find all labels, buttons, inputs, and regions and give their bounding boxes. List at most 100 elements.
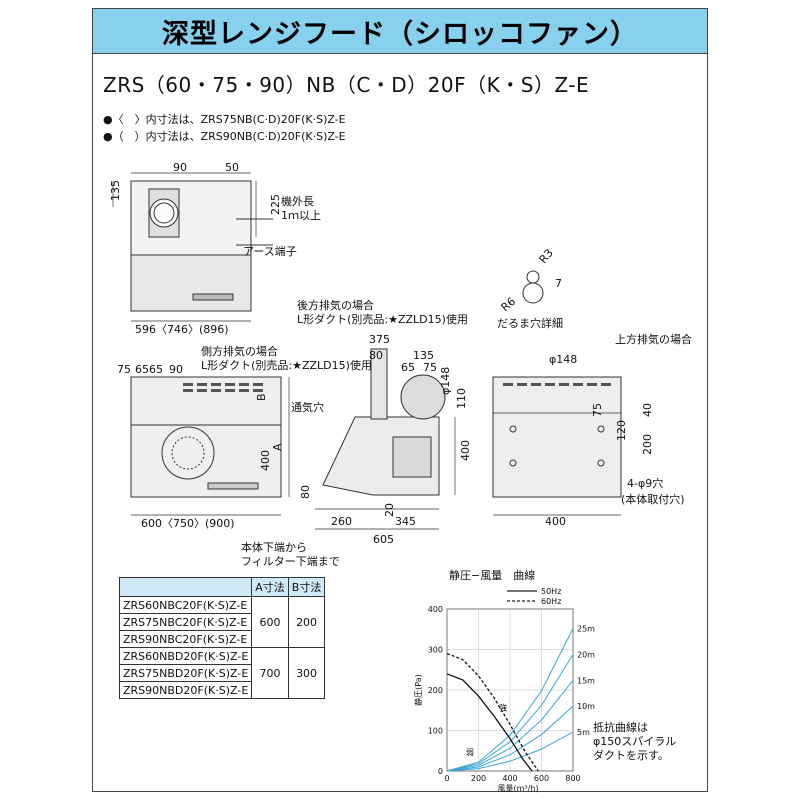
side-view (315, 348, 456, 530)
dim-260: 260 (331, 515, 352, 528)
x-axis-label: 風量(m³/h) (497, 784, 538, 793)
vent-hole-label: 通気穴 (291, 400, 324, 414)
cable-length-line2: 1ｍ以上 (281, 209, 321, 222)
dim-120-top: 120 (615, 420, 628, 441)
dim-a: A (271, 443, 284, 451)
model-cell: ZRS75NBD20F(K·S)Z-E (118, 664, 253, 682)
dim-r6: R6 (499, 295, 519, 314)
table-row: ZRS75NBD20F(K·S)Z-E (118, 664, 325, 682)
table-row: ZRS90NBC20F(K·S)Z-E (118, 630, 325, 648)
side-duct-elbow (400, 374, 446, 420)
side-motor (392, 436, 432, 478)
duct-inner (153, 202, 175, 224)
cable-length-line1: 機外長 (281, 194, 314, 208)
a-value-c: 600 (251, 596, 289, 648)
dim-225: 225 (269, 194, 282, 215)
mount-hole-1 (509, 425, 517, 433)
dim-75: 75 (117, 363, 131, 376)
dim-400-front: 400 (259, 450, 272, 471)
resistance-curve-25m (446, 628, 574, 772)
dim-200-top: 200 (641, 434, 654, 455)
table-row: ZRS60NBD20F(K·S)Z-E 700 300 (118, 647, 326, 699)
holes-label: 4-φ9穴 (627, 476, 663, 490)
table-row: ZRS60NBC20F(K·S)Z-E 600 200 (118, 596, 326, 648)
filter-handle (207, 482, 259, 490)
speed-label-weak: 弱 (466, 748, 474, 757)
dim-345: 345 (395, 515, 416, 528)
mount-hole-2 (597, 425, 605, 433)
top-view (492, 376, 622, 516)
spec-sheet: 深型レンジフード（シロッコファン） ZRS（60・75・90）NB（C・D）20… (92, 8, 708, 793)
dim-65b: 65 (149, 363, 163, 376)
b-value-d: 300 (287, 647, 326, 699)
dim-80: 80 (369, 349, 383, 362)
dim-135-side: 135 (413, 349, 434, 362)
side-duct-label: L形ダクト(別売品:★ZZLD15)使用 (201, 358, 372, 372)
dim-90b: 90 (169, 363, 183, 376)
legend-50hz: 50Hz (541, 587, 561, 596)
series-line-60Hz (446, 652, 539, 772)
note-75: ●〈 〉内寸法は、ZRS75NB(C·D)20F(K·S)Z-E (103, 113, 346, 126)
x-tick-label: 400 (502, 774, 517, 783)
side-rear-duct (370, 348, 388, 420)
dim-b: B (255, 393, 268, 401)
holes-note: (本体取付穴) (621, 492, 685, 506)
resistance-curve-5m (446, 731, 574, 772)
front-bottom-width: 600〈750〉(900) (141, 517, 235, 530)
dim-90: 90 (173, 161, 187, 174)
spec-table-header: A寸法 B寸法 (118, 577, 326, 597)
dim-605: 605 (373, 533, 394, 546)
table-row: ZRS90NBD20F(K·S)Z-E (118, 681, 325, 699)
hole-detail-label: だるま穴詳細 (497, 316, 563, 330)
dim-20: 20 (383, 503, 396, 517)
dim-148-top: φ148 (549, 353, 577, 366)
dim-75-top: 75 (591, 403, 604, 417)
dim-375: 375 (369, 333, 390, 346)
dim-400-side: 400 (459, 440, 472, 461)
model-cell: ZRS90NBC20F(K·S)Z-E (118, 630, 253, 648)
legend-60hz: 60Hz (541, 597, 561, 606)
hole-small (526, 270, 540, 284)
b-value-c: 200 (287, 596, 326, 648)
front-view-bottom (130, 376, 290, 516)
dim-80-side: 80 (299, 485, 312, 499)
spec-table: A寸法 B寸法 ZRS60NBC20F(K·S)Z-E 600 200 ZRS7… (118, 577, 326, 699)
model-cell: ZRS60NBC20F(K·S)Z-E (118, 596, 253, 614)
fan-circle (161, 426, 215, 480)
hole-detail (522, 270, 544, 304)
model-cell: ZRS60NBD20F(K·S)Z-E (118, 647, 253, 665)
ground-terminal-label: アース端子 (243, 245, 297, 258)
hood-lower-box (130, 254, 252, 312)
dim-r3: R3 (537, 247, 556, 267)
hole-large (522, 282, 544, 304)
y-tick-label: 0 (438, 767, 443, 776)
front-view-top (112, 172, 273, 322)
spec-header-a: A寸法 (251, 577, 289, 597)
top-vent-slots (503, 383, 611, 386)
hood-front-body (130, 376, 282, 498)
resistance-label: 5m (577, 728, 590, 737)
chart-note: ダクトを示す。 (593, 748, 669, 762)
resistance-curve-20m (446, 654, 574, 772)
top-exhaust-label: 上方排気の場合 (615, 332, 692, 346)
model-cell: ZRS75NBC20F(K·S)Z-E (118, 613, 253, 631)
side-exhaust-label: 側方排気の場合 (201, 344, 278, 358)
dim-40-top: 40 (641, 403, 654, 417)
filter-note-2: フィルター下端まで (241, 555, 340, 568)
y-tick-label: 400 (428, 605, 443, 614)
chart-title: 静圧−風量 曲線 (449, 568, 535, 582)
y-tick-label: 300 (428, 646, 443, 655)
model-line: ZRS（60・75・90）NB（C・D）20F（K・S）Z-E (103, 73, 590, 97)
resistance-label: 20m (577, 650, 595, 659)
x-tick-label: 0 (444, 774, 449, 783)
fan-inner (171, 436, 205, 470)
resistance-label: 25m (577, 624, 595, 633)
speed-label-strong: 強 (499, 702, 507, 712)
a-value-d: 700 (251, 647, 289, 699)
dim-110-side: 110 (455, 388, 468, 409)
dim-7: 7 (555, 277, 562, 290)
dim-65-side: 65 (401, 361, 415, 374)
front-top-width: 596〈746〉(896) (135, 323, 229, 336)
resistance-label: 10m (577, 702, 595, 711)
rear-exhaust-label: 後方排気の場合 (297, 298, 374, 312)
